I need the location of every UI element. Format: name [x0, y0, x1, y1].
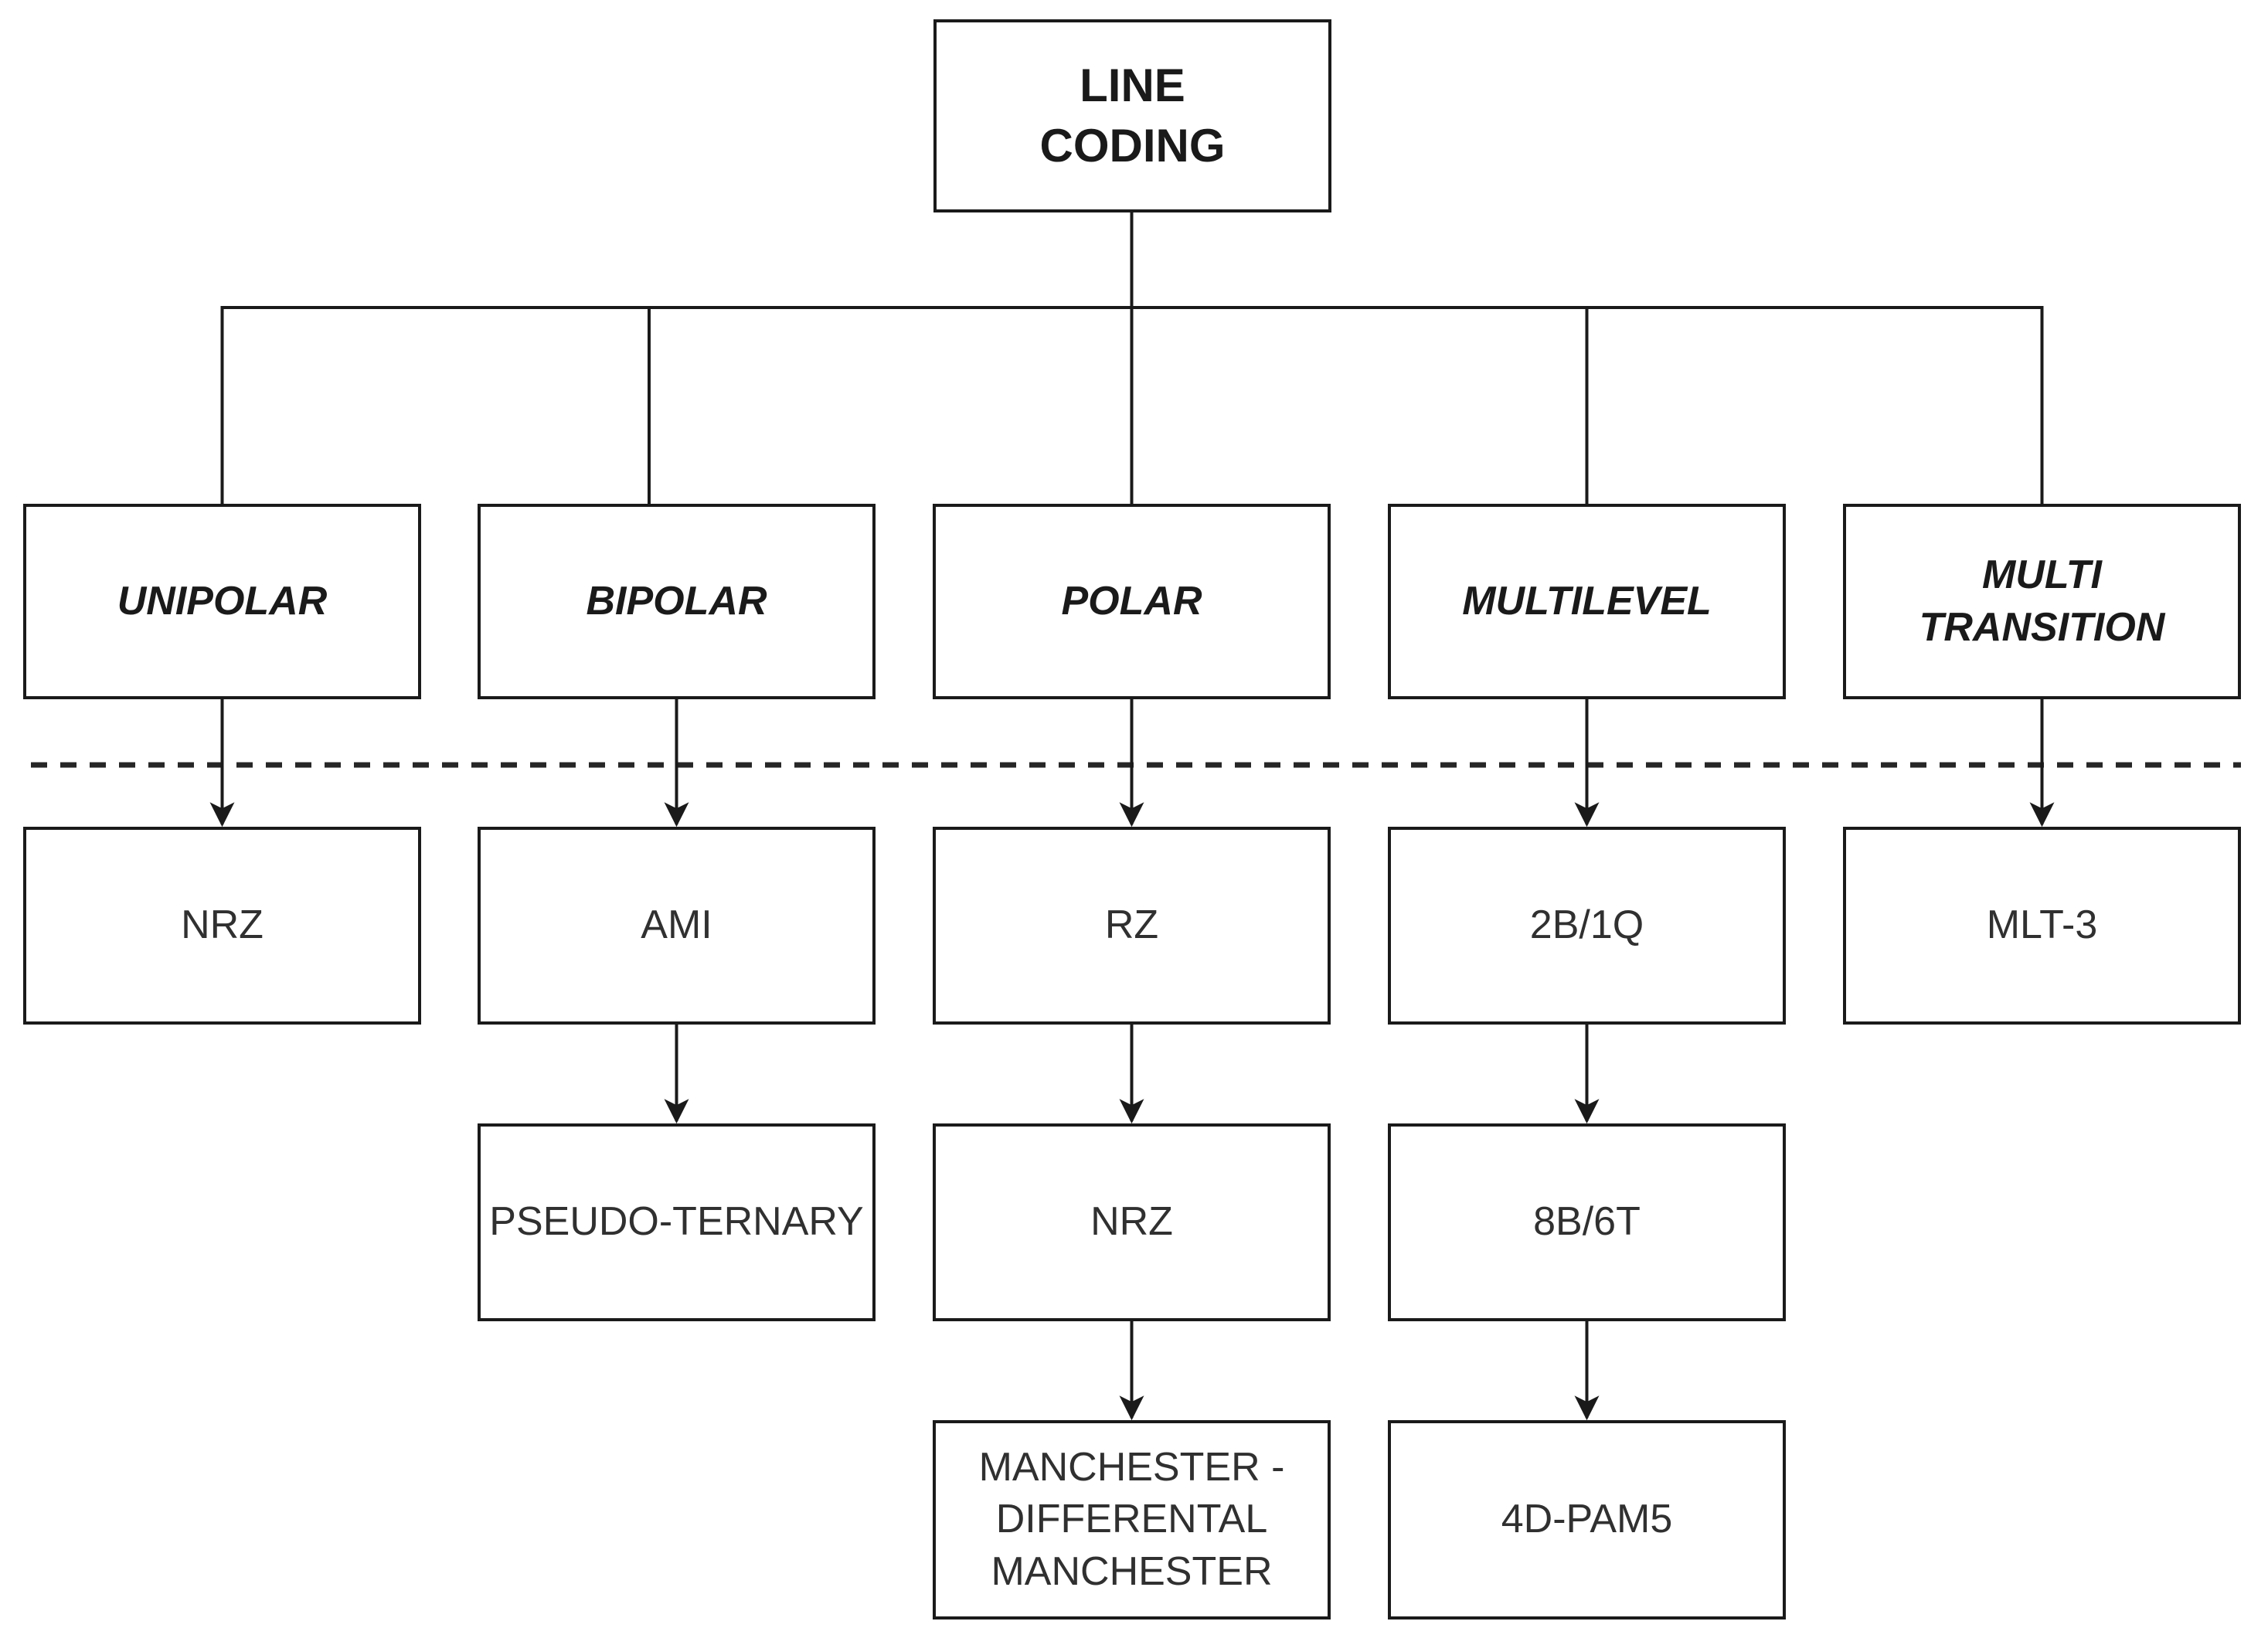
node-polar-label: POLAR	[1061, 578, 1202, 624]
node-manchester-label: MANCHESTER - DIFFERENTAL MANCHESTER	[978, 1444, 1285, 1594]
node-manchester: MANCHESTER - DIFFERENTAL MANCHESTER	[933, 1420, 1331, 1620]
node-multilevel: MULTILEVEL	[1388, 504, 1786, 699]
node-nrz-polar-label: NRZ	[1090, 1199, 1173, 1245]
node-multilevel-label: MULTILEVEL	[1462, 578, 1712, 624]
node-nrz-polar: NRZ	[933, 1123, 1331, 1321]
node-4d-pam5: 4D-PAM5	[1388, 1420, 1786, 1620]
node-bipolar-label: BIPOLAR	[586, 578, 767, 624]
node-mlt3: MLT-3	[1843, 827, 2241, 1025]
node-bipolar: BIPOLAR	[478, 504, 876, 699]
node-2b1q: 2B/1Q	[1388, 827, 1786, 1025]
node-line-coding: LINE CODING	[933, 19, 1331, 212]
node-8b6t-label: 8B/6T	[1533, 1199, 1641, 1245]
node-4d-pam5-label: 4D-PAM5	[1501, 1497, 1673, 1542]
node-multi-transition: MULTI TRANSITION	[1843, 504, 2241, 699]
node-unipolar-label: UNIPOLAR	[117, 578, 328, 624]
node-polar: POLAR	[933, 504, 1331, 699]
node-mlt3-label: MLT-3	[1986, 902, 2098, 948]
node-rz: RZ	[933, 827, 1331, 1025]
node-rz-label: RZ	[1104, 902, 1159, 948]
node-nrz-unipolar: NRZ	[23, 827, 421, 1025]
node-unipolar: UNIPOLAR	[23, 504, 421, 699]
node-2b1q-label: 2B/1Q	[1529, 902, 1644, 948]
node-ami: AMI	[478, 827, 876, 1025]
node-pseudo-ternary-label: PSEUDO-TERNARY	[489, 1199, 864, 1245]
node-8b6t: 8B/6T	[1388, 1123, 1786, 1321]
node-ami-label: AMI	[641, 902, 712, 948]
node-multi-transition-label: MULTI TRANSITION	[1919, 552, 2165, 650]
node-nrz-unipolar-label: NRZ	[181, 902, 264, 948]
node-line-coding-label: LINE CODING	[1039, 59, 1226, 172]
node-pseudo-ternary: PSEUDO-TERNARY	[478, 1123, 876, 1321]
